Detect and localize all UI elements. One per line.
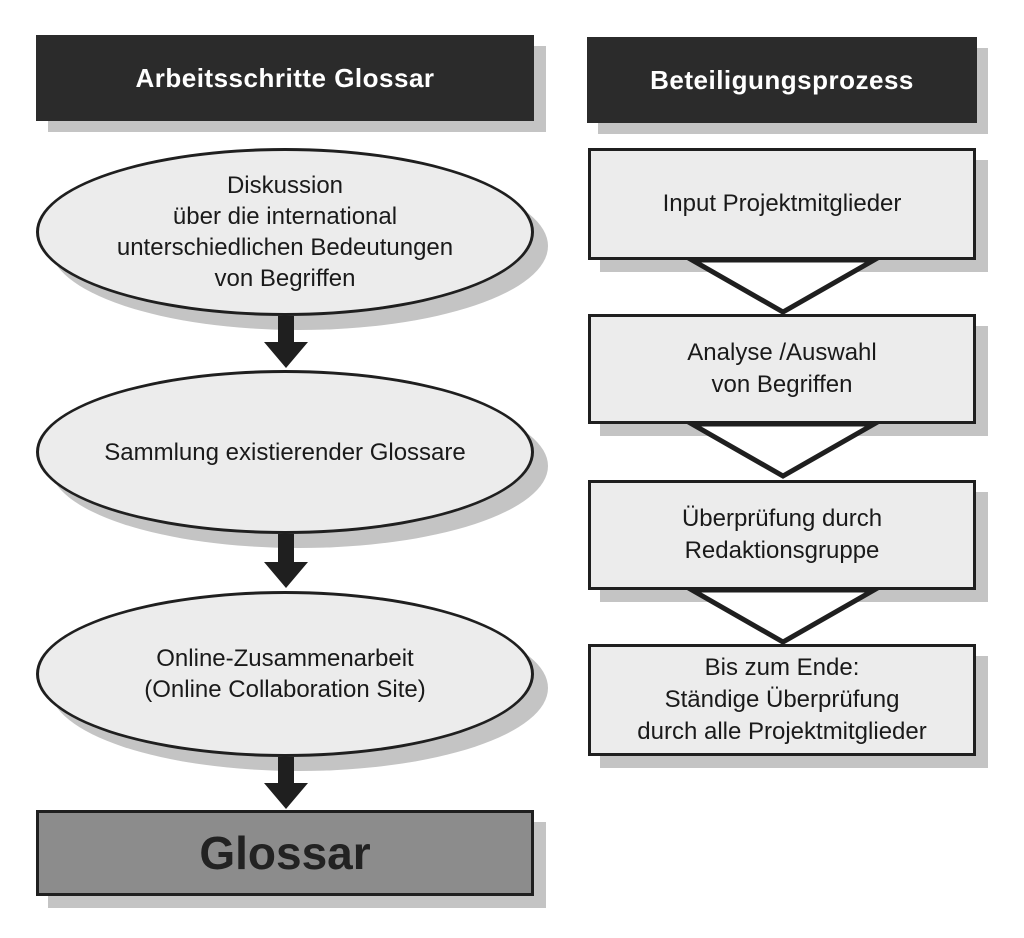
glossary-result: Glossar [36, 810, 534, 896]
step-collection: Sammlung existierender Glossare [36, 370, 534, 534]
chevron-down-icon [682, 587, 884, 645]
down-arrow-icon [264, 534, 308, 588]
step-discussion: Diskussion über die international unters… [36, 148, 534, 316]
step-input-members: Input Projektmitglieder [588, 148, 976, 260]
step-online-collaboration: Online-Zusammenarbeit (Online Collaborat… [36, 591, 534, 757]
step-editorial-review: Überprüfung durch Redaktionsgruppe [588, 480, 976, 590]
right-column-header: Beteiligungsprozess [587, 37, 977, 123]
step-analysis-selection: Analyse /Auswahl von Begriffen [588, 314, 976, 424]
chevron-down-icon [682, 421, 884, 479]
step-continuous-review: Bis zum Ende: Ständige Überprüfung durch… [588, 644, 976, 756]
down-arrow-icon [264, 316, 308, 368]
left-column-header: Arbeitsschritte Glossar [36, 35, 534, 121]
chevron-down-icon [682, 257, 884, 315]
down-arrow-icon [264, 757, 308, 809]
